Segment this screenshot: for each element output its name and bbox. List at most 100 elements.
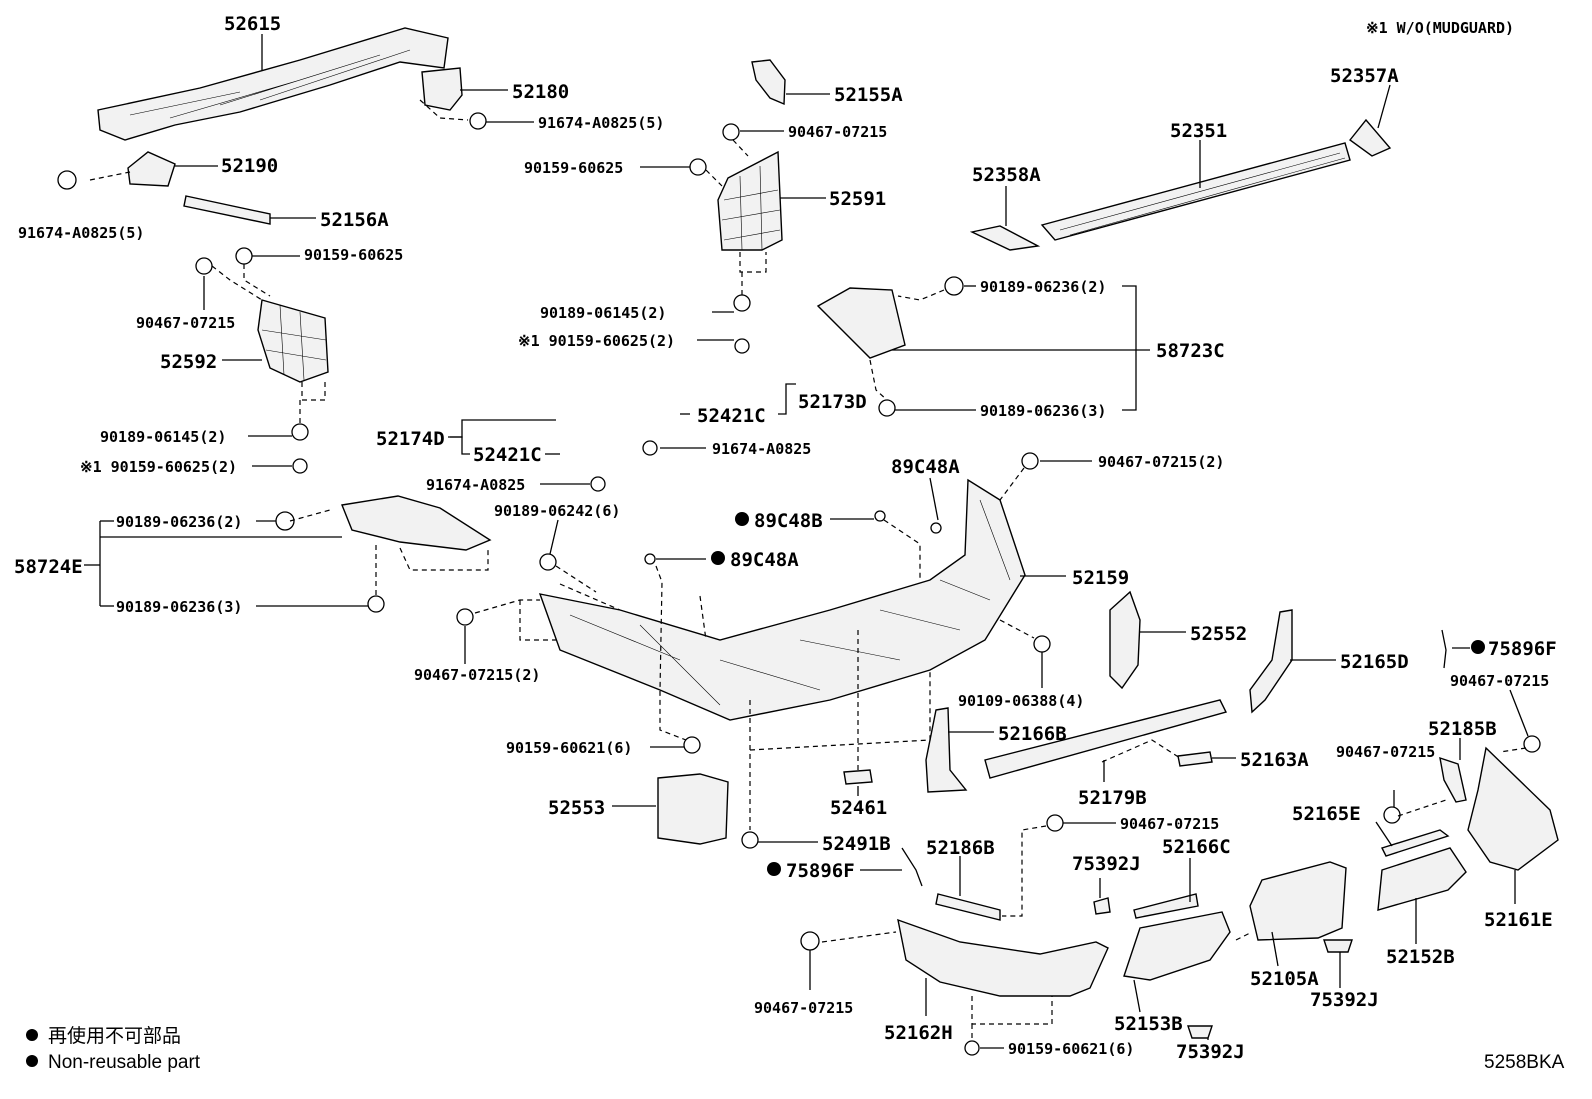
- label-90109-06388-4: 90109-06388(4): [958, 692, 1084, 710]
- part-52166C[interactable]: [1133, 893, 1199, 919]
- callout-labels: ※1 W/O(MUDGUARD) 52615 52180 52155A 9167…: [14, 13, 1557, 1063]
- part-58724E[interactable]: [341, 495, 492, 551]
- clip-90467-2-a[interactable]: [1021, 452, 1039, 470]
- bolt-90159-60621-b[interactable]: [964, 1040, 980, 1056]
- label-52166B: 52166B: [998, 723, 1067, 745]
- part-52153B[interactable]: [1123, 911, 1231, 981]
- legend-text-jp: 再使用不可部品: [48, 1025, 181, 1047]
- part-52161E[interactable]: [1467, 746, 1559, 871]
- part-shapes: [97, 27, 1559, 1039]
- part-52615[interactable]: [97, 27, 449, 141]
- part-52185B[interactable]: [1439, 756, 1467, 803]
- clip-90467-b[interactable]: [195, 257, 213, 275]
- label-75896F-b: 75896F: [786, 860, 855, 882]
- bolt-91674-c[interactable]: [642, 440, 658, 456]
- bolt-90109[interactable]: [1033, 635, 1051, 653]
- clip-90467-d[interactable]: [1383, 806, 1401, 824]
- label-90159-60621-6-b: 90159-60621(6): [1008, 1040, 1134, 1058]
- label-58723C: 58723C: [1156, 340, 1225, 362]
- part-75896F-right[interactable]: [1441, 629, 1447, 669]
- clip-89C48A-a[interactable]: [930, 522, 942, 534]
- clip-89C48A-b[interactable]: [644, 553, 656, 565]
- bolt-90159-60621-a[interactable]: [683, 736, 701, 754]
- label-52553: 52553: [548, 797, 605, 819]
- part-52162H[interactable]: [897, 918, 1109, 997]
- clip-90159-b[interactable]: [235, 247, 253, 265]
- part-52165E[interactable]: [1381, 829, 1450, 857]
- label-90467-07215-2-b: 90467-07215(2): [414, 666, 540, 684]
- leader-lines: [84, 34, 1529, 1049]
- clip-90467-a[interactable]: [722, 123, 740, 141]
- clip-90467-f[interactable]: [800, 931, 820, 951]
- clip-90189-06236-d[interactable]: [367, 595, 385, 613]
- label-90467-07215-2-a: 90467-07215(2): [1098, 453, 1224, 471]
- label-52421C-a: 52421C: [697, 405, 766, 427]
- label-75392J-c: 75392J: [1176, 1041, 1245, 1063]
- label-52358A: 52358A: [972, 164, 1041, 186]
- note-wo-mudguard: ※1 W/O(MUDGUARD): [1366, 19, 1514, 37]
- clip-90467-2-b[interactable]: [456, 608, 474, 626]
- label-52155A: 52155A: [834, 84, 903, 106]
- clip-90189-06236-b[interactable]: [878, 399, 896, 417]
- label-90189-06242-6: 90189-06242(6): [494, 502, 620, 520]
- part-52179B[interactable]: [984, 699, 1228, 779]
- screw-90159-a[interactable]: [734, 338, 750, 354]
- label-91674-a0825-a: 91674-A0825: [712, 440, 811, 458]
- nonreusable-dot-75896F-a: [1471, 640, 1485, 654]
- label-52491B: 52491B: [822, 833, 891, 855]
- part-75392J-c[interactable]: [1187, 1025, 1213, 1039]
- label-52153B: 52153B: [1114, 1013, 1183, 1035]
- clip-89C48B[interactable]: [874, 510, 886, 522]
- part-52552[interactable]: [1109, 590, 1141, 690]
- part-52190[interactable]: [127, 151, 176, 187]
- label-52185B: 52185B: [1428, 718, 1497, 740]
- part-75392J-b[interactable]: [1323, 939, 1353, 953]
- clip-90189-06145-b[interactable]: [291, 423, 309, 441]
- part-52592[interactable]: [257, 299, 329, 383]
- label-90467-07215-d: 90467-07215: [1336, 743, 1435, 761]
- part-52152B[interactable]: [1377, 847, 1467, 911]
- nonreusable-dot-89C48B: [735, 512, 749, 526]
- part-52163A[interactable]: [1177, 751, 1213, 767]
- part-75896F-bottom[interactable]: [901, 847, 923, 887]
- part-75392J-a[interactable]: [1093, 897, 1111, 915]
- part-58723C[interactable]: [816, 287, 906, 359]
- screw-90159-b[interactable]: [292, 458, 308, 474]
- label-90189-06145-2-a: 90189-06145(2): [540, 304, 666, 322]
- clip-52491B[interactable]: [741, 831, 759, 849]
- label-52592: 52592: [160, 351, 217, 373]
- clip-90467-e[interactable]: [1046, 814, 1064, 832]
- label-89C48A-b: 89C48A: [730, 549, 799, 571]
- clip-90189-06242[interactable]: [539, 553, 557, 571]
- clip-90467-c[interactable]: [1523, 735, 1541, 753]
- label-52156A: 52156A: [320, 209, 389, 231]
- clip-90189-06236-a[interactable]: [944, 276, 964, 296]
- nonreusable-dot-89C48A: [711, 551, 725, 565]
- part-52357A[interactable]: [1348, 118, 1392, 157]
- part-52155A[interactable]: [751, 59, 786, 106]
- part-52105A[interactable]: [1249, 861, 1347, 941]
- part-52156A[interactable]: [183, 195, 271, 225]
- clip-90189-06145-a[interactable]: [733, 294, 751, 312]
- bolt-91674-b[interactable]: [57, 170, 77, 190]
- part-52159[interactable]: [538, 478, 1026, 721]
- diagram-code: 5258BKA: [1484, 1052, 1565, 1073]
- label-52173D: 52173D: [798, 391, 867, 413]
- part-52186B[interactable]: [935, 893, 1001, 921]
- label-90189-06236-2-a: 90189-06236(2): [980, 278, 1106, 296]
- part-52461[interactable]: [843, 769, 873, 785]
- label-52152B: 52152B: [1386, 946, 1455, 968]
- bolt-91674-d[interactable]: [590, 476, 606, 492]
- label-91674-a0825-5-b: 91674-A0825(5): [18, 224, 144, 242]
- part-52166B[interactable]: [925, 707, 968, 793]
- label-75896F-a: 75896F: [1488, 638, 1557, 660]
- part-52351[interactable]: [1040, 142, 1351, 241]
- label-90467-07215-b: 90467-07215: [136, 314, 235, 332]
- bolt-91674-a[interactable]: [469, 112, 487, 130]
- part-52553[interactable]: [657, 773, 729, 845]
- part-52180[interactable]: [421, 67, 463, 111]
- clip-90159-a[interactable]: [689, 158, 707, 176]
- part-52358A[interactable]: [969, 225, 1041, 251]
- label-90189-06236-3-b: 90189-06236(3): [116, 598, 242, 616]
- part-52165D[interactable]: [1249, 609, 1293, 714]
